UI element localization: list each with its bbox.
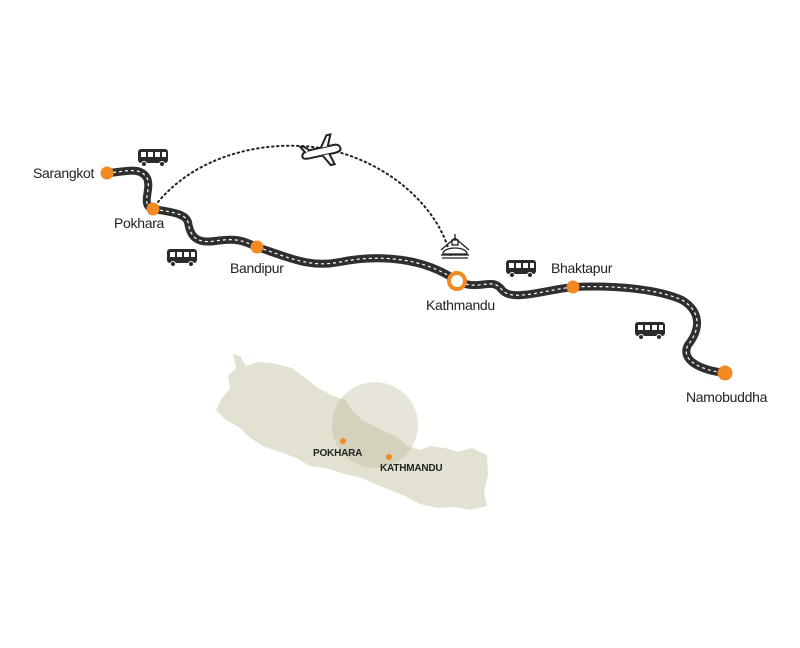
bus-icon [505, 259, 537, 278]
stop-marker-bhaktapur [566, 280, 580, 294]
stop-marker-bandipur [250, 240, 264, 254]
stupa-icon [440, 234, 470, 259]
bus-icon [634, 321, 666, 340]
airplane-icon [298, 133, 342, 167]
stop-marker-pokhara [146, 202, 160, 216]
stop-label-kathmandu: Kathmandu [426, 297, 495, 313]
stop-label-namobuddha: Namobuddha [686, 389, 768, 405]
stop-marker-kathmandu [447, 271, 467, 291]
pokhara-dot [340, 438, 346, 444]
stop-label-bhaktapur: Bhaktapur [551, 260, 613, 276]
bus-icon [166, 248, 198, 267]
stop-label-sarangkot: Sarangkot [33, 165, 95, 181]
inset-label-kathmandu: KATHMANDU [380, 463, 442, 474]
highlight-circle [332, 382, 418, 468]
nepal-shape [216, 354, 488, 510]
bus-icon [137, 148, 169, 167]
road-route [103, 166, 729, 377]
nepal-inset-map: POKHARA KATHMANDU [216, 354, 488, 510]
stop-marker-sarangkot [100, 166, 114, 180]
stop-label-pokhara: Pokhara [114, 215, 165, 231]
kathmandu-dot [386, 454, 392, 460]
stop-label-bandipur: Bandipur [230, 260, 284, 276]
stop-marker-namobuddha [717, 365, 733, 381]
inset-label-pokhara: POKHARA [313, 448, 362, 459]
